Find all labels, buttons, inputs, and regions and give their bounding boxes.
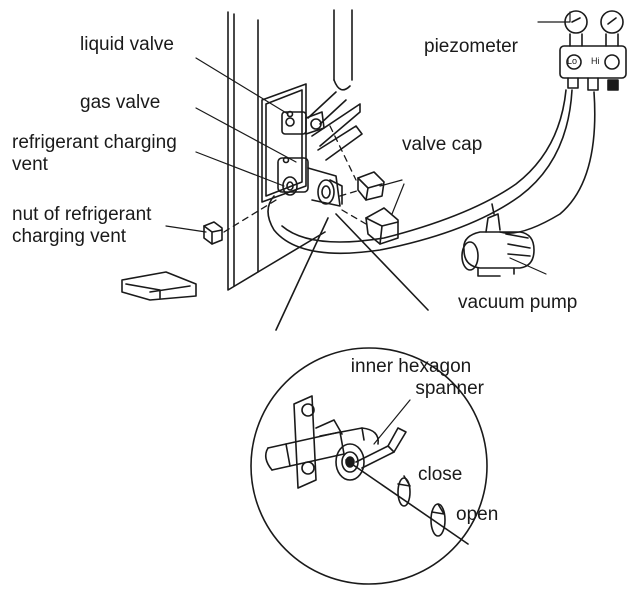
- valve-cap-label: valve cap: [402, 134, 483, 155]
- gas-valve-drawing: [277, 156, 343, 207]
- gauge-lo-label: Lo: [567, 56, 578, 66]
- outdoor-unit: [121, 11, 326, 301]
- charging-vent-nut-label-line2: charging vent: [12, 226, 127, 247]
- charging-vent-label-line1: refrigerant charging: [12, 132, 177, 153]
- charging-vent-nut-label-line1: nut of refrigerant: [12, 204, 152, 225]
- spanner-label: inner hexagon spanner: [336, 356, 486, 400]
- valve-cap-drawings: [357, 171, 399, 245]
- piezometer-label: piezometer: [424, 36, 518, 57]
- charging-vent-label: refrigerant charging vent: [12, 132, 177, 176]
- gas-valve-label: gas valve: [80, 92, 161, 113]
- charging-vent-nut-label: nut of refrigerant charging vent: [12, 204, 151, 248]
- vacuum-pump-drawing: [461, 203, 535, 277]
- liquid-valve-label: liquid valve: [80, 34, 174, 55]
- vacuum-pump-label: vacuum pump: [458, 292, 578, 313]
- zoom-detail: [264, 395, 469, 545]
- charging-vent-label-line2: vent: [12, 154, 48, 175]
- close-label: close: [418, 464, 463, 485]
- charging-vent-nut-drawing: [203, 221, 223, 245]
- gauge-hi-label: Hi: [591, 56, 600, 66]
- connecting-pipes: [307, 9, 363, 161]
- liquid-valve-drawing: [281, 110, 325, 135]
- spanner-label-line2: spanner: [415, 378, 484, 399]
- open-label: open: [456, 504, 499, 525]
- alignment-dashes: [223, 125, 367, 233]
- zoom-callout: [250, 213, 488, 585]
- leader-lines: [165, 11, 571, 445]
- spanner-label-line1: inner hexagon: [350, 356, 472, 377]
